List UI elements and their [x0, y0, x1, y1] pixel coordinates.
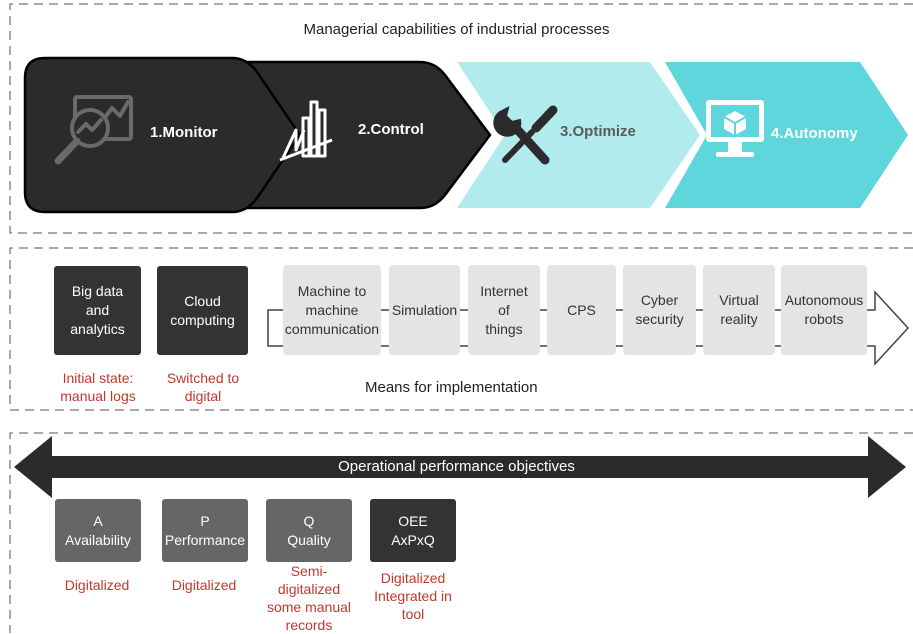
cloud-computing-note: Switched to digital — [166, 370, 240, 404]
stage-3-shape — [457, 62, 700, 208]
availability-note: Digitalized — [64, 577, 130, 593]
autonomous-robots-box: Autonomous robots — [781, 265, 867, 355]
section-title-capabilities: Managerial capabilities of industrial pr… — [303, 21, 610, 38]
quality-box: Q Quality — [266, 499, 352, 562]
oee-note: Digitalized Integrated in tool — [374, 570, 452, 622]
objectives-arrow-label: Operational performance objectives — [338, 458, 575, 475]
stage-optimize-label: 3.Optimize — [560, 123, 636, 140]
cyber-security-box: Cyber security — [623, 265, 696, 355]
objectives-double-arrow — [14, 436, 906, 498]
computer-cube-icon — [706, 100, 764, 157]
stage-2-shape — [242, 60, 492, 210]
stage-control-label: 2.Control — [358, 121, 424, 138]
performance-box: P Performance — [162, 499, 248, 562]
implementation-caption: Means for implementation — [365, 379, 538, 396]
virtual-reality-box: Virtual reality — [703, 265, 775, 355]
big-data-box: Big data and analytics — [54, 266, 141, 355]
quality-note: Semi- digitalized some manual records — [266, 563, 352, 633]
simulation-box: Simulation — [389, 265, 460, 355]
control-chart-icon — [279, 100, 333, 162]
cloud-computing-box: Cloud computing — [157, 266, 248, 355]
capability-stages — [23, 56, 908, 214]
oee-box: OEE AxPxQ — [370, 499, 456, 562]
m2m-box: Machine to machine communication — [283, 265, 381, 355]
availability-box: A Availability — [55, 499, 141, 562]
stage-autonomy-label: 4.Autonomy — [771, 125, 858, 142]
iot-box: Internet of things — [468, 265, 540, 355]
cps-box: CPS — [547, 265, 616, 355]
stage-4-shape — [665, 62, 908, 208]
big-data-note: Initial state: manual logs — [60, 370, 136, 404]
stage-monitor-label: 1.Monitor — [150, 124, 218, 141]
wrench-screwdriver-icon — [493, 105, 558, 165]
monitor-analytics-icon — [54, 95, 133, 165]
performance-note: Digitalized — [171, 577, 237, 593]
